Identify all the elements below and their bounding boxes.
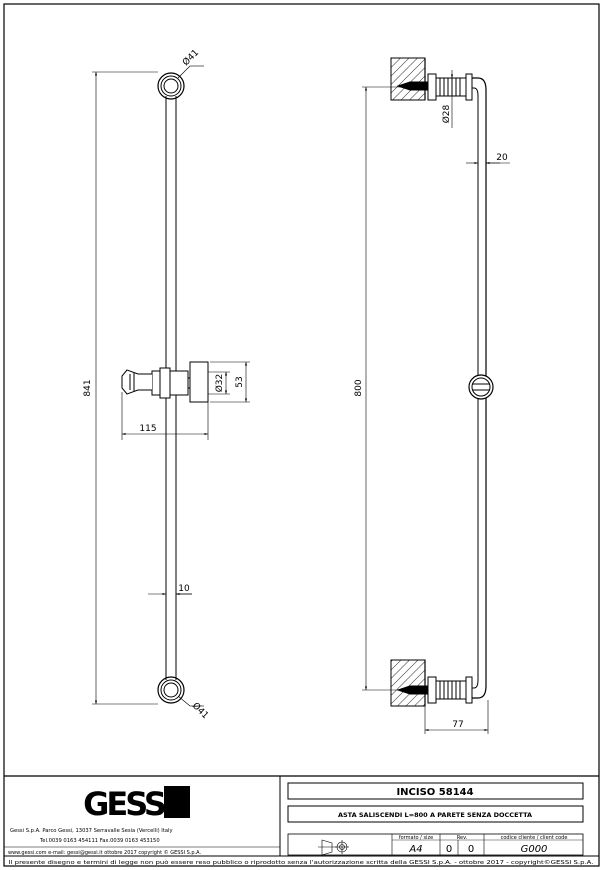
bottom-wall-bracket (396, 676, 473, 704)
rev-value-2: 0 (468, 844, 474, 855)
front-dimensions (92, 65, 250, 707)
wall-section-top (390, 57, 426, 101)
company-line: Gessi S.p.A. Parco Gessi, 13037 Serraval… (10, 828, 173, 834)
title-block (4, 775, 599, 857)
front-view (121, 72, 209, 704)
sliding-holder (121, 361, 209, 403)
format-value: A4 (408, 844, 422, 855)
dim-top-rosette: Ø41 (180, 47, 201, 68)
client-code-value: G000 (521, 844, 548, 855)
sheet-frame (3, 3, 600, 867)
gessi-logo: GESSI (83, 785, 190, 823)
top-rosette (157, 72, 185, 100)
web-line: www.gessi.com e-mail: gessi@gessi.it ott… (8, 849, 202, 856)
wall-section-bottom (390, 659, 426, 707)
top-wall-bracket (396, 73, 473, 101)
dim-bottom-rosette: Ø41 (190, 700, 211, 721)
logo-text: GESSI (83, 785, 173, 823)
product-code: INCISO 58144 (396, 787, 473, 798)
rev-value-1: 0 (446, 844, 452, 855)
dim-holder-offset: 115 (139, 424, 156, 434)
projection-symbol (318, 839, 349, 856)
dim-flange: Ø28 (441, 104, 452, 123)
side-dimensions (362, 70, 510, 734)
bottom-rosette (157, 676, 185, 704)
dim-holder-height: 53 (235, 376, 245, 387)
rev-label: Rev. (457, 835, 468, 841)
dim-projection: 77 (452, 720, 463, 730)
footer-notice: Il presente disegno e termini di legge n… (9, 859, 595, 866)
client-code-label: codice cliente / client code (501, 835, 568, 841)
phone-line: Tel.0039 0163 454111 Fax.0039 0163 45315… (39, 838, 160, 844)
product-description: ASTA SALISCENDI L=800 A PARETE SENZA DOC… (338, 811, 532, 819)
dim-rod-offset: 20 (496, 153, 508, 163)
dim-overall-height: 841 (83, 379, 93, 396)
side-holder-ring (468, 374, 494, 400)
format-label: formato / size (399, 835, 433, 841)
dim-wall-centers: 800 (354, 379, 364, 396)
dim-holder-diameter: Ø32 (214, 374, 225, 393)
dim-rod-diameter: 10 (178, 584, 190, 594)
side-view (390, 57, 494, 707)
